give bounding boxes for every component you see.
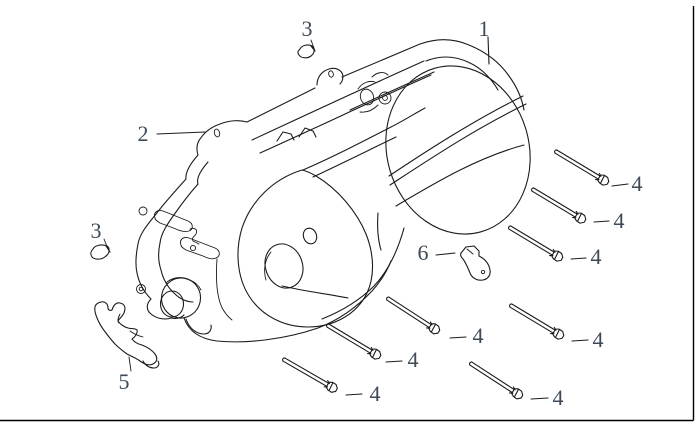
dash-bolt-3 [570,257,587,260]
callout-part5: 5 [119,369,130,394]
clamp-part6 [460,245,491,281]
callout-bolt-8: 4 [553,385,564,410]
dash-bolt-1 [611,183,629,187]
gasket-hole-lug [213,128,221,138]
bracket-detail-1 [117,313,121,324]
callout-part1: 1 [479,16,490,41]
dowel-pin-top [297,44,316,59]
callout-bolt-1: 4 [632,171,643,196]
band-pad [359,88,375,106]
body-under-oval [321,227,405,320]
callout-bolt-4: 4 [473,323,484,348]
lobe-left-rib [215,258,233,321]
bolt-2 [528,184,588,226]
lobe-hole-small [302,227,318,245]
body-edge-short [377,212,382,251]
callout-bolt-6: 4 [408,347,419,372]
bolt-3 [505,222,565,264]
gasket-hole-top [328,70,334,78]
callout-bolt-5: 4 [593,327,604,352]
dash-bolt-7 [345,393,363,396]
callout-bolt-2: 4 [614,208,625,233]
kick-boss-chamfer [165,277,202,291]
oval-stripe-3 [395,144,525,207]
dash-bolt-2 [593,220,610,223]
dash-bolt-6 [385,360,403,363]
bracket-curl [142,360,160,369]
gasket-hole-bottom-inner [138,286,144,292]
leader-2 [156,131,206,135]
cover-top-band-3 [349,71,435,111]
line-art [90,36,629,402]
dowel-pin-top-leader [310,39,316,52]
bracket-part5 [94,301,158,366]
kick-boss-face [159,290,185,318]
callout-part6: 6 [418,240,429,265]
bracket-detail-2 [129,330,144,338]
cover-wrap-inner [425,56,499,91]
callout-part3-top: 3 [302,16,313,41]
dash-bolt-5 [571,339,589,342]
neck-edge-1 [302,107,426,171]
cover-top-band-2 [259,74,432,154]
callout-part3-left: 3 [91,218,102,243]
dowel-pin-left-leader [103,238,109,250]
cover-flange-edge [158,161,209,303]
callout-part2: 2 [138,121,149,146]
clamp-inner-line [466,248,474,255]
band-boss-hole [382,95,388,101]
cover-wrap-outer [419,39,525,111]
callout-bolt-3: 4 [591,244,602,269]
bolt-1 [551,146,611,188]
cover-lobe [237,169,374,328]
bolt-6 [323,320,383,362]
dash-bolt-8 [530,397,549,400]
pocket-dot [189,244,197,252]
gasket-hole-bottom-outer [136,284,146,294]
dash-bolt-4 [449,336,467,339]
bolt-5 [506,300,566,342]
cover-top-band-1 [251,60,425,141]
band-bracket-under [359,104,379,113]
gasket-left-edge [135,154,199,320]
band-claw-1 [357,80,376,90]
band-step-1 [276,131,295,142]
bolt-7 [279,354,340,395]
band-boss-outer [378,91,392,105]
oval-stripe-1 [388,95,524,177]
pocket-squiggle [189,227,200,245]
clamp-hole [480,269,486,275]
callout-bolt-7: 4 [370,381,381,406]
leader-6 [435,252,456,256]
lobe-hole-large [264,243,304,289]
gasket-outline [196,43,421,156]
oval-stripe-2 [389,103,527,186]
bolt-4 [383,293,442,337]
kick-boss-tab [185,318,212,335]
callout-labels: 1 2 3 3 5 6 4 4 4 4 4 4 4 4 [91,16,643,410]
band-step-2 [298,127,317,138]
bottom-rim-outer [183,260,392,343]
bottom-rim-inner [281,285,349,299]
neck-edge-2 [312,136,397,178]
gasket-hole-left [138,206,148,216]
lobe-hole-large-ring [264,251,272,281]
leader-1 [487,36,490,65]
pocket-1 [180,237,220,260]
bracket-leader [128,356,132,372]
bolt-8 [466,358,525,402]
pocket-2 [154,210,193,232]
kick-cover-oval [385,65,531,235]
band-claw-2 [371,72,389,78]
gasket-dowel-boss [316,67,344,86]
